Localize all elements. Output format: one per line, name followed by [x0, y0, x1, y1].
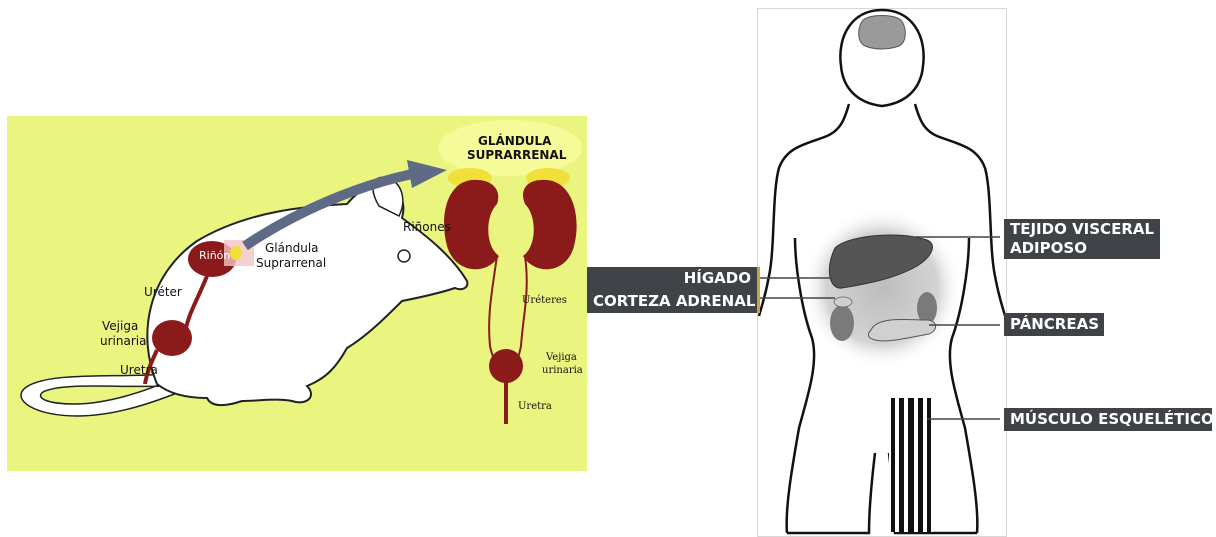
glandula-title-line1: GLÁNDULA — [478, 135, 551, 149]
label-ureter: Uréter — [144, 286, 182, 300]
tag-tejido-visceral-line1: TEJIDO VISCERAL — [1004, 219, 1160, 240]
label-vejiga-line1: Vejiga — [102, 320, 138, 334]
kidney-left-human — [830, 305, 854, 341]
tag-corteza-adrenal: CORTEZA ADRENAL — [587, 290, 757, 313]
tag-pancreas: PÁNCREAS — [1004, 313, 1104, 336]
human-illustration — [757, 8, 1007, 537]
visceral-fat-area — [802, 208, 962, 368]
label-vejiga-line2: urinaria — [100, 335, 146, 349]
tag-higado: HÍGADO — [587, 267, 757, 290]
mouse-adrenal — [230, 246, 242, 260]
tag-musculo-esqueletico: MÚSCULO ESQUELÉTICO — [1004, 408, 1212, 431]
adrenal-left-human — [834, 297, 852, 307]
label-rinon: Riñón — [199, 250, 230, 263]
bladder-right — [489, 349, 523, 383]
tag-tejido-visceral-line2: ADIPOSO — [1004, 238, 1160, 259]
label-rinones: Riñones — [403, 221, 451, 235]
label-uretra2: Uretra — [518, 401, 552, 413]
mouse-eye — [398, 250, 410, 262]
label-glandula-line1: Glándula — [265, 242, 319, 256]
accent-corteza — [757, 290, 760, 313]
human-diagram — [757, 8, 1007, 537]
label-glandula-line2: Suprarrenal — [256, 257, 326, 271]
label-vejiga2-line1: Vejiga — [546, 352, 577, 364]
label-uretra: Uretra — [120, 364, 158, 378]
label-vejiga2-line2: urinaria — [542, 365, 583, 377]
kidney-right-human — [917, 292, 937, 324]
glandula-title-line2: SUPRARRENAL — [467, 149, 566, 163]
accent-higado — [757, 267, 760, 290]
brain-shape — [859, 16, 906, 50]
label-ureteres: Uréteres — [522, 295, 567, 307]
mouse-illustration — [7, 116, 587, 471]
mouse-diagram: GLÁNDULA SUPRARRENAL Riñones Riñón Glánd… — [7, 116, 587, 471]
